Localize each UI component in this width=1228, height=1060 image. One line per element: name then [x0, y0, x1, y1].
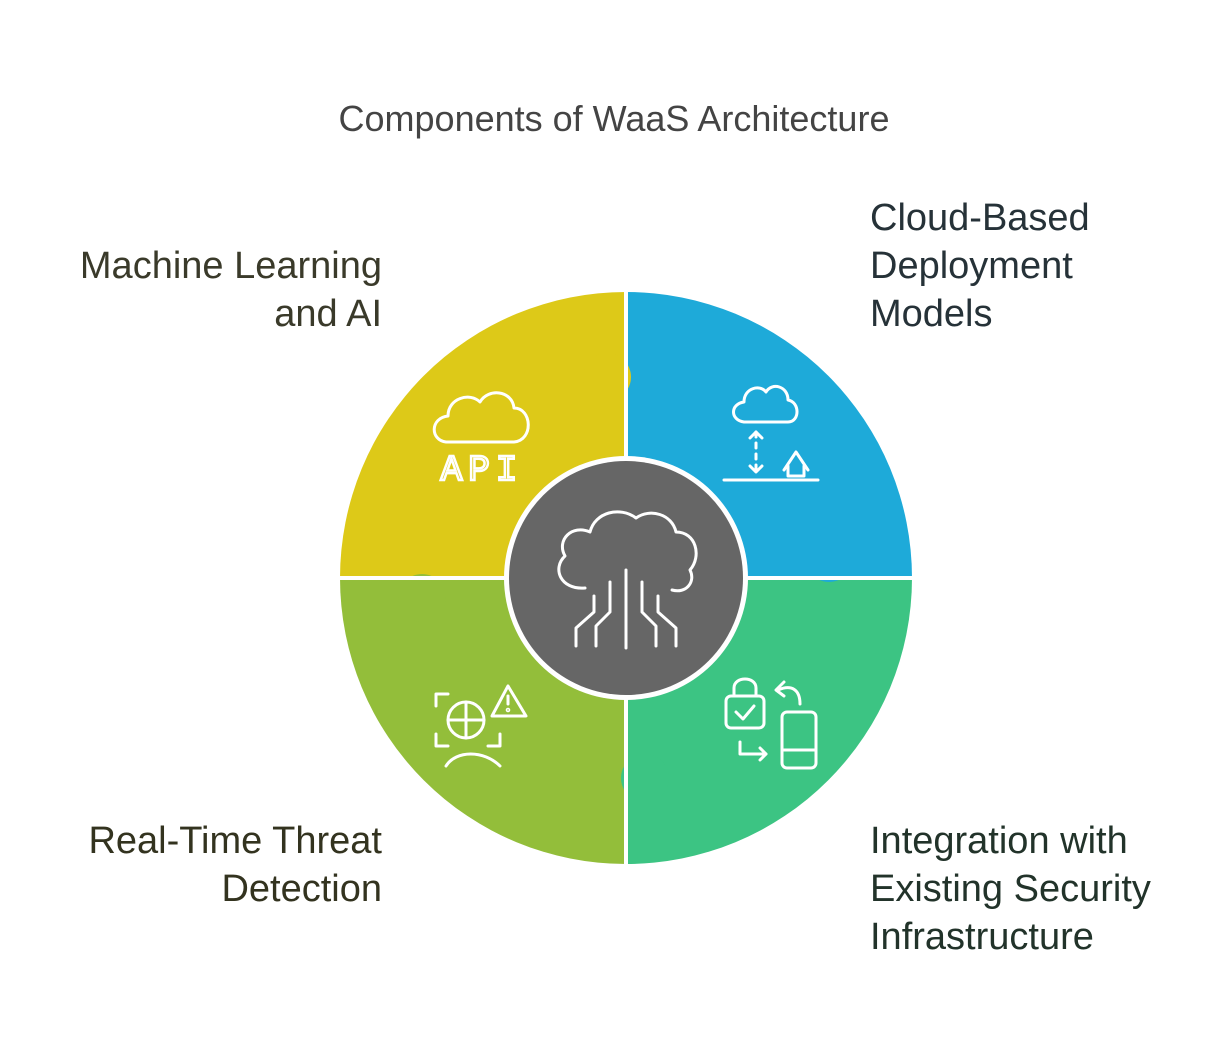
label-integration: Integration with Existing Security Infra… — [870, 820, 1151, 958]
label-cloud-deployment: Cloud-Based Deployment Models — [870, 197, 1090, 335]
puzzle-tab-right — [805, 534, 853, 582]
label-real-time-threat: Real-Time Threat Detection — [88, 820, 382, 910]
api-text: API — [441, 450, 524, 491]
puzzle-tab-top — [583, 353, 631, 401]
puzzle-tab-bottom — [621, 754, 669, 802]
globe-warning-icon — [434, 684, 528, 768]
cloud-api-icon: API — [432, 391, 530, 492]
lock-device-sync-icon — [724, 677, 818, 770]
cloud-circuit-icon — [557, 510, 698, 650]
diagram-title: Components of WaaS Architecture — [338, 98, 890, 139]
puzzle-tab-left — [398, 574, 446, 622]
cloud-deploy-house-icon — [722, 384, 820, 482]
label-machine-learning: Machine Learning and AI — [79, 245, 382, 335]
